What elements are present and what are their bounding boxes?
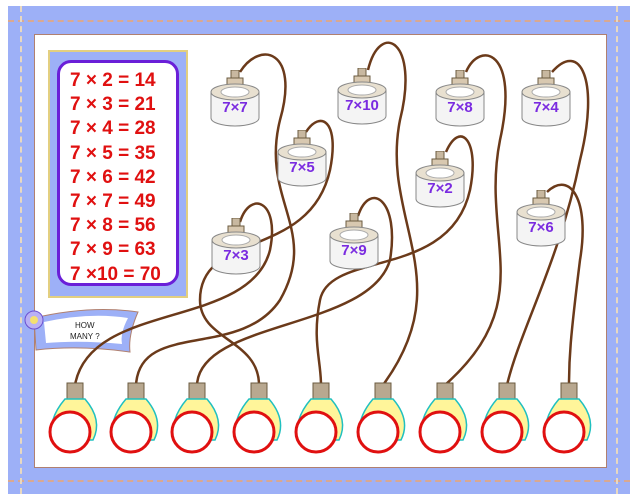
answer-circle[interactable] xyxy=(109,410,153,454)
socket-icon xyxy=(277,130,327,187)
bulb xyxy=(542,382,592,454)
socket-icon xyxy=(521,70,571,127)
how-many-line1: HOW xyxy=(75,321,95,330)
table-row: 7 × 6 = 42 xyxy=(70,166,156,188)
table-row: 7 × 2 = 14 xyxy=(70,70,156,91)
socket-icon xyxy=(210,70,260,127)
flower-icon xyxy=(24,310,44,330)
answer-circle[interactable] xyxy=(542,410,586,454)
socket: 7×8 xyxy=(434,70,486,128)
bulb xyxy=(232,382,282,454)
bulb xyxy=(356,382,406,454)
stitch-left xyxy=(20,6,22,494)
socket-label: 7×3 xyxy=(223,247,249,264)
answer-circle[interactable] xyxy=(232,410,276,454)
bulb xyxy=(109,382,159,454)
socket-icon xyxy=(329,213,379,270)
answer-circle[interactable] xyxy=(480,410,524,454)
table-row: 7 × 4 = 28 xyxy=(70,118,156,140)
answer-circle[interactable] xyxy=(48,410,92,454)
socket-label: 7×6 xyxy=(528,219,554,236)
socket: 7×6 xyxy=(515,190,567,248)
socket-icon xyxy=(337,68,387,125)
answer-circle[interactable] xyxy=(294,410,338,454)
socket-icon xyxy=(415,151,465,208)
socket-icon xyxy=(516,190,566,247)
table-row: 7 × 5 = 35 xyxy=(70,142,156,164)
socket: 7×4 xyxy=(520,70,572,128)
stitch-right xyxy=(616,6,618,494)
socket-label: 7×4 xyxy=(533,99,559,116)
bulb xyxy=(418,382,468,454)
answer-circle[interactable] xyxy=(170,410,214,454)
socket-label: 7×2 xyxy=(427,180,453,197)
how-many-tag xyxy=(24,309,139,353)
socket-label: 7×9 xyxy=(341,242,367,259)
socket: 7×2 xyxy=(414,151,466,209)
stitch-top xyxy=(8,20,630,22)
socket: 7×10 xyxy=(336,68,388,126)
socket: 7×7 xyxy=(209,70,261,128)
table-row: 7 ×10 = 70 xyxy=(70,263,161,285)
socket: 7×5 xyxy=(276,130,328,188)
table-row: 7 × 3 = 21 xyxy=(70,94,156,116)
socket-icon xyxy=(435,70,485,127)
bulb xyxy=(480,382,530,454)
socket-label: 7×8 xyxy=(447,99,473,116)
socket-label: 7×7 xyxy=(222,99,248,116)
socket: 7×3 xyxy=(210,218,262,276)
stitch-bottom xyxy=(8,480,630,482)
answer-circle[interactable] xyxy=(418,410,462,454)
bulb xyxy=(170,382,220,454)
how-many-label: HOW MANY ? xyxy=(70,320,100,342)
table-row: 7 × 9 = 63 xyxy=(70,239,156,261)
answer-circle[interactable] xyxy=(356,410,400,454)
bulb xyxy=(48,382,98,454)
table-row: 7 × 8 = 56 xyxy=(70,215,156,237)
socket-label: 7×5 xyxy=(289,159,315,176)
how-many-line2: MANY ? xyxy=(70,332,100,341)
socket-icon xyxy=(211,218,261,275)
socket-label: 7×10 xyxy=(345,97,379,114)
table-row: 7 × 7 = 49 xyxy=(70,191,156,213)
bulb xyxy=(294,382,344,454)
bulbs xyxy=(48,382,592,454)
times-table-panel: 7 × 2 = 14 7 × 3 = 21 7 × 4 = 28 7 × 5 =… xyxy=(48,50,188,298)
socket: 7×9 xyxy=(328,213,380,271)
